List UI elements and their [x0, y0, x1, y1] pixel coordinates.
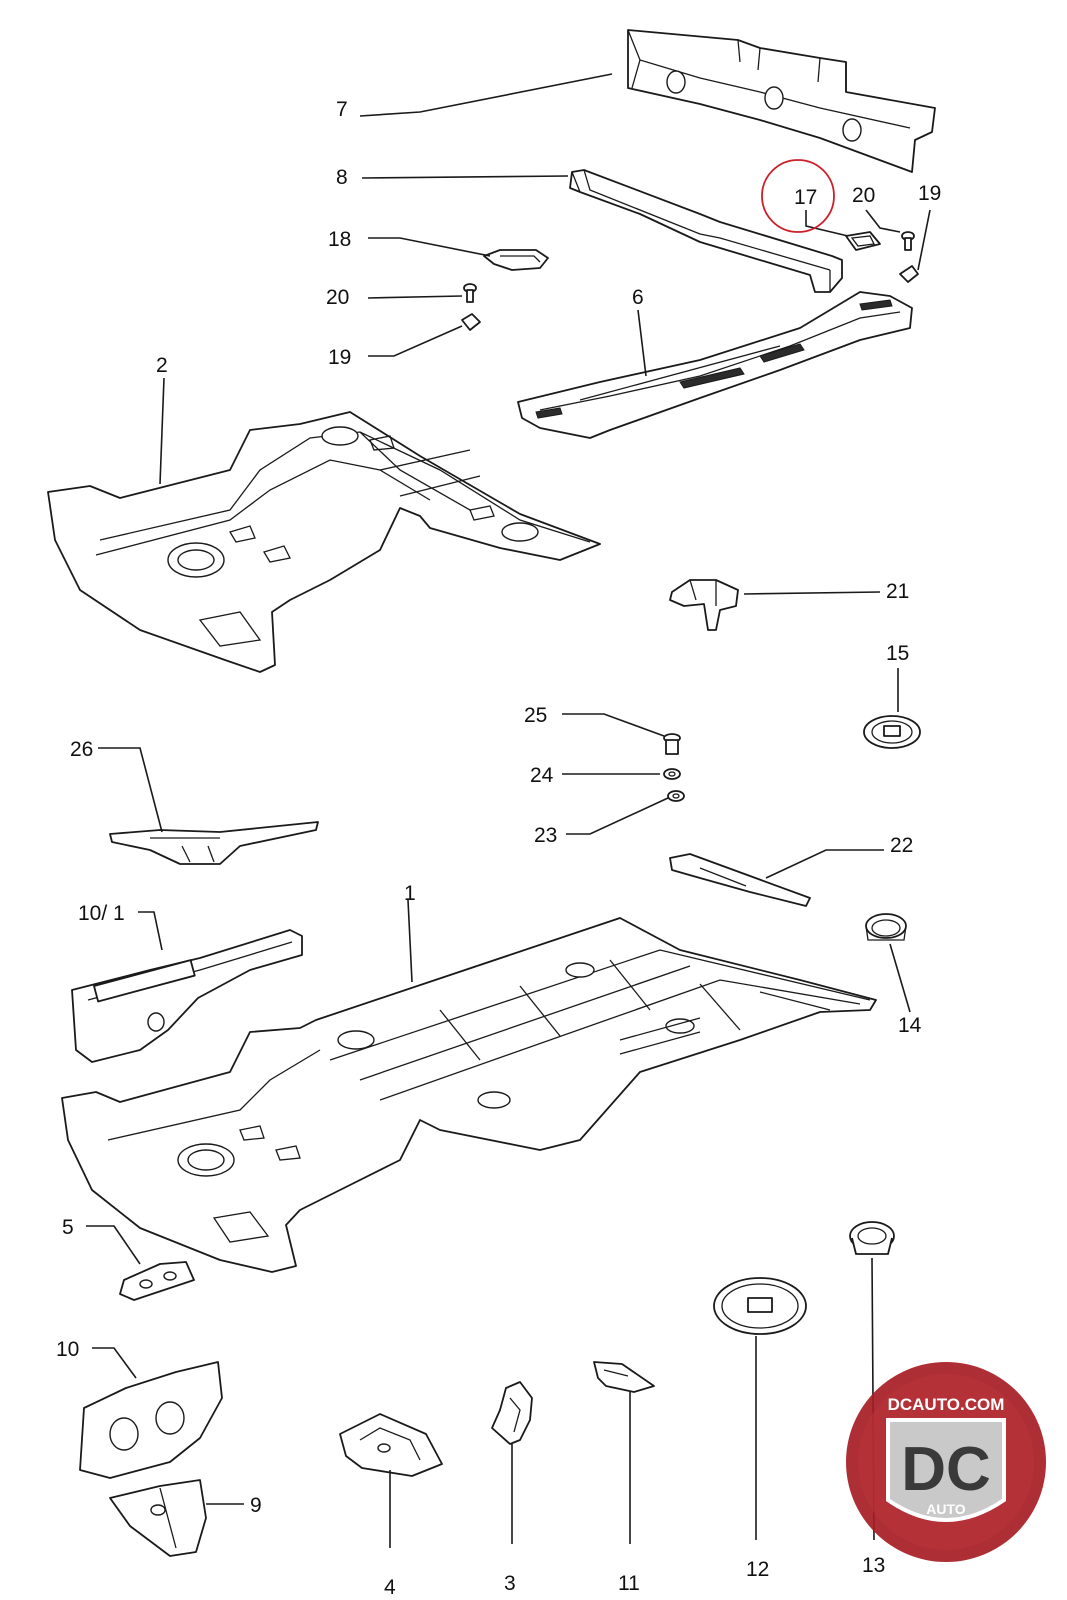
callout-labels: 7 8 17 20 19 18 20 19 6 2 21 15 25 24 23… [56, 98, 941, 1599]
callout-2: 2 [156, 354, 168, 377]
callout-22: 22 [890, 834, 913, 857]
part-6-rail [517, 291, 913, 439]
callout-25: 25 [524, 704, 547, 727]
highlight-circle [761, 159, 835, 233]
part-11-clip [593, 1361, 655, 1393]
callout-5: 5 [62, 1216, 74, 1239]
callout-13: 13 [862, 1554, 885, 1577]
part-10-plate [79, 1361, 223, 1479]
leader-lines [86, 73, 931, 1548]
part-2-floor-pan-front [47, 411, 601, 673]
part-19-clip-top [899, 265, 919, 283]
part-12-disk [713, 1277, 807, 1335]
callout-15: 15 [886, 642, 909, 665]
callout-21: 21 [886, 580, 909, 603]
callout-20-left: 20 [326, 286, 349, 309]
callout-10-1: 10/ 1 [78, 902, 125, 925]
part-20-screw-top [901, 231, 915, 251]
part-25-bolt [663, 733, 681, 755]
part-1-floor-pan-main [61, 917, 877, 1273]
part-24-washer [663, 768, 681, 780]
part-17-plate [845, 231, 881, 251]
callout-20-top: 20 [852, 184, 875, 207]
callout-10: 10 [56, 1338, 79, 1361]
part-26-strip [109, 821, 319, 865]
part-21-bracket [669, 579, 739, 631]
part-5-plate [119, 1261, 195, 1301]
callout-1: 1 [404, 882, 416, 905]
callout-19-top: 19 [918, 182, 941, 205]
part-18-bracket [483, 249, 549, 271]
part-10-1-side-plate [71, 929, 303, 1063]
callout-11: 11 [618, 1572, 640, 1595]
part-7-rear-panel [627, 29, 936, 173]
callout-17: 17 [794, 186, 817, 209]
part-4-bracket [339, 1413, 443, 1477]
logo-letters: DC [901, 1435, 991, 1504]
part-23-nut [667, 790, 685, 802]
callout-6: 6 [632, 286, 644, 309]
part-15-grommet [863, 715, 921, 749]
logo-subtext: AUTO [926, 1501, 966, 1517]
part-20-screw-left [463, 283, 477, 303]
part-9-bracket [109, 1479, 207, 1557]
part-3-bracket [491, 1381, 533, 1445]
logo-url-text: DCAUTO.COM [888, 1395, 1005, 1414]
callout-23: 23 [534, 824, 557, 847]
callout-19-left: 19 [328, 346, 351, 369]
callout-14: 14 [898, 1014, 922, 1037]
part-8-crossbar [569, 169, 843, 293]
callout-8: 8 [336, 166, 348, 189]
callout-3: 3 [504, 1572, 516, 1595]
callout-26: 26 [70, 738, 93, 761]
part-14-plug [865, 913, 907, 941]
callout-24: 24 [530, 764, 554, 787]
part-13-plug [849, 1221, 895, 1255]
dcauto-logo: DCAUTO.COM DC AUTO [846, 1362, 1046, 1562]
callout-4: 4 [384, 1576, 396, 1599]
part-22-strip [669, 853, 811, 907]
callout-18: 18 [328, 228, 351, 251]
callout-9: 9 [250, 1494, 262, 1517]
callout-7: 7 [336, 98, 348, 121]
callout-12: 12 [746, 1558, 769, 1581]
part-19-clip-left [461, 313, 481, 331]
